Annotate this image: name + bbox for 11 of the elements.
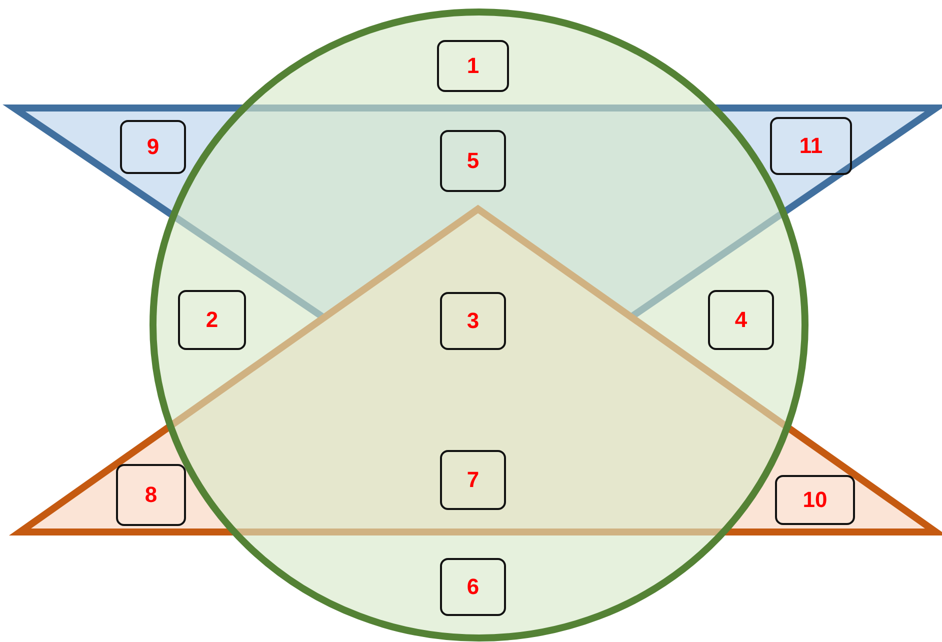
callout-number: 6 xyxy=(440,558,506,616)
callout-number: 11 xyxy=(770,117,852,175)
callout-number: 2 xyxy=(178,290,246,350)
callout-number: 8 xyxy=(116,464,186,526)
callout-number: 4 xyxy=(708,290,774,350)
callout-number: 7 xyxy=(440,450,506,510)
callout-number: 3 xyxy=(440,292,506,350)
callout-number: 10 xyxy=(775,475,855,525)
callout-number: 5 xyxy=(440,130,506,192)
callout-number: 1 xyxy=(437,40,509,92)
callout-number: 9 xyxy=(120,120,186,174)
